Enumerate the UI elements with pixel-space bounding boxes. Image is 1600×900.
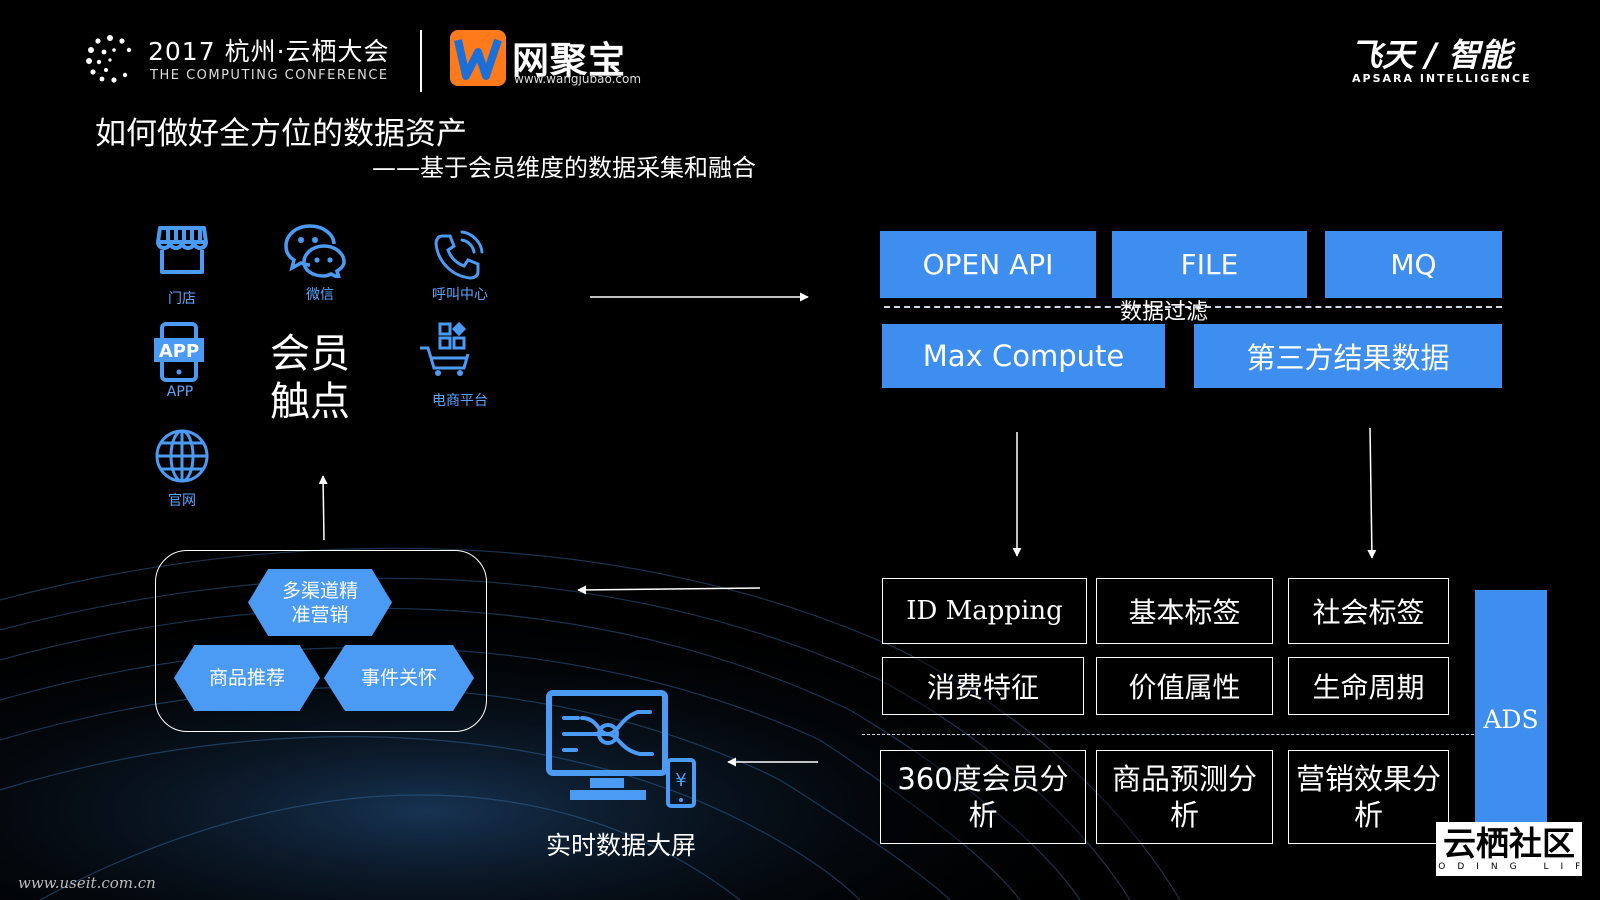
max-compute-box: Max Compute [882,324,1165,388]
member-touchpoint-label: 会员 触点 [260,330,360,426]
analysis-product-forecast: 商品预测分析 [1096,750,1273,844]
analysis-marketing-effect: 营销效果分析 [1288,750,1449,844]
apsara-subtitle: APSARA INTELLIGENCE [1352,72,1532,85]
analysis-member-360: 360度会员分析 [880,750,1086,844]
tag-id-mapping: ID Mapping [882,578,1087,644]
brand-url: www.wangjubao.com [514,72,642,86]
phone-icon [434,230,484,280]
wechat-icon [284,224,346,278]
conference-title: 2017 杭州·云栖大会 [148,37,390,66]
brand-name: 网聚宝 [512,39,626,82]
touchpoint-app-label: APP [166,384,194,400]
yunqi-community-badge: 云栖社区 CODING LIFE [1420,822,1598,876]
member-label-line1: 会员 [270,331,350,377]
yunqi-badge-sub: CODING LIFE [1419,862,1600,872]
touchpoint-callcenter-label: 呼叫中心 [432,287,488,303]
yunqi-logo-icon [86,35,132,83]
app-icon: APP [154,322,204,382]
third-party-data-box: 第三方结果数据 [1194,324,1502,388]
touchpoint-wechat-label: 微信 [306,287,334,303]
feitian-logo: 飞天 / 智能 [1350,36,1512,74]
tag-basic: 基本标签 [1096,578,1273,644]
tag-value: 价值属性 [1096,657,1273,715]
source-mq: MQ [1325,231,1502,298]
source-file: FILE [1112,231,1307,298]
svg-text:APP: APP [159,341,199,362]
ads-bar: ADS [1475,590,1547,848]
source-open-api: OPEN API [880,231,1096,298]
watermark-url: www.useit.com.cn [18,874,156,892]
data-filter-label: 数据过滤 [1120,300,1209,325]
tag-social: 社会标签 [1288,578,1449,644]
filter-dashed-line [884,306,1502,308]
touchpoint-store-label: 门店 [168,291,196,307]
touchpoint-website-label: 官网 [168,493,196,509]
store-icon [156,226,208,274]
globe-icon [155,429,209,483]
hex-product-recommendation: 商品推荐 [174,645,320,711]
wangjubao-logo-icon [450,30,506,86]
conference-subtitle: THE COMPUTING CONFERENCE [150,68,389,83]
slide-title: 如何做好全方位的数据资产 [95,116,467,152]
hex-multichannel-marketing: 多渠道精准营销 [248,569,392,636]
member-label-line2: 触点 [270,379,350,425]
realtime-dashboard-icon: ¥ [546,690,696,808]
header-divider [420,30,422,92]
analysis-dashed-line [862,734,1474,735]
cart-icon [420,322,470,376]
hex-event-care: 事件关怀 [324,645,474,711]
marketing-frame [155,550,487,732]
yunqi-badge-main: 云栖社区 [1443,824,1575,863]
svg-text:¥: ¥ [675,770,686,791]
tag-consumption: 消费特征 [882,657,1084,715]
realtime-dashboard-label: 实时数据大屏 [546,831,697,860]
tag-lifecycle: 生命周期 [1288,657,1449,715]
slide-subtitle: ——基于会员维度的数据采集和融合 [372,154,756,182]
touchpoint-ecommerce-label: 电商平台 [432,393,488,409]
